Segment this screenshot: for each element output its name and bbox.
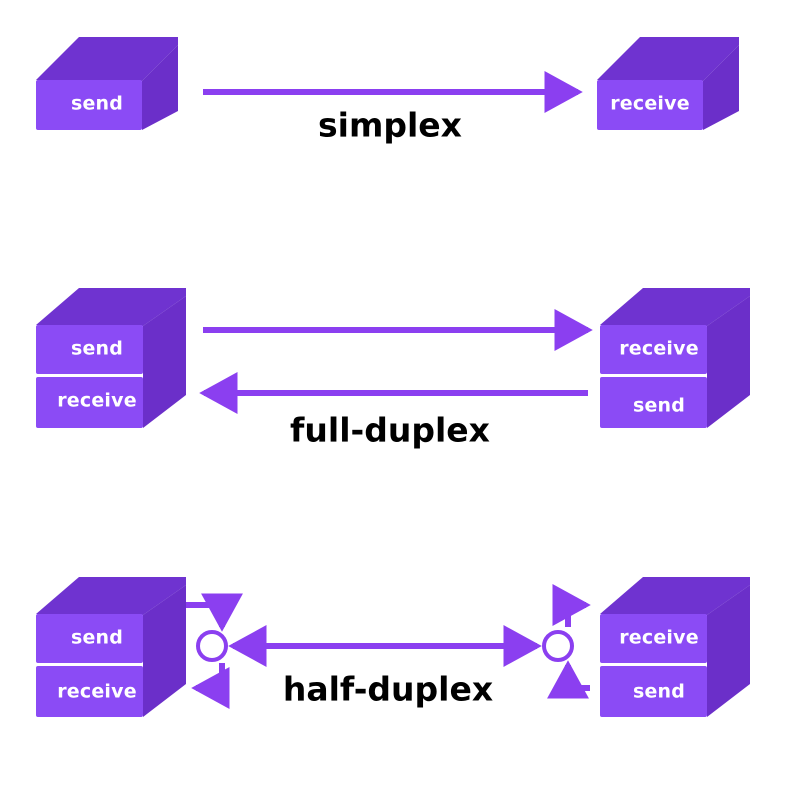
box-front-face-upper (36, 325, 143, 374)
node-label-receive: receive (57, 681, 137, 703)
node-label-receive: receive (57, 390, 137, 412)
node-label-send: send (633, 395, 685, 417)
box-front-face (597, 80, 703, 130)
fullduplex-right-node[interactable]: receive send (600, 288, 750, 428)
simplex-right-node[interactable]: receive (597, 37, 739, 130)
box-front-face-lower (36, 377, 143, 428)
section-half-duplex: send receive receive send half-duplex (36, 577, 750, 717)
section-simplex: send receive simplex (36, 37, 739, 145)
box-top-face (597, 37, 739, 81)
box-front-face-lower (600, 377, 707, 428)
box-top-face (36, 37, 178, 81)
mode-label-full-duplex: full-duplex (290, 411, 490, 450)
box-side-face (707, 585, 750, 717)
box-front-face-upper (36, 614, 143, 663)
box-top-face (36, 577, 186, 615)
box-front-face (36, 80, 142, 130)
box-front-face-lower (600, 666, 707, 717)
switch-right-circle-icon[interactable] (542, 630, 574, 662)
switch-left-circle-icon[interactable] (196, 630, 228, 662)
box-side-face (143, 585, 186, 717)
halfduplex-right-switch-in-path (547, 660, 590, 699)
simplex-left-node[interactable]: send (36, 37, 178, 130)
node-label-receive: receive (619, 338, 699, 360)
mode-label-simplex: simplex (318, 106, 462, 145)
box-top-face (600, 288, 750, 326)
fullduplex-left-node[interactable]: send receive (36, 288, 186, 428)
box-front-face-lower (36, 666, 143, 717)
section-full-duplex: send receive receive send full-duplex (36, 288, 750, 450)
node-label-send: send (71, 627, 123, 649)
node-label-receive: receive (619, 627, 699, 649)
box-side-face (143, 296, 186, 428)
box-front-face-upper (600, 614, 707, 663)
halfduplex-left-node[interactable]: send receive (36, 577, 186, 717)
box-top-face (36, 288, 186, 326)
node-label-send: send (71, 338, 123, 360)
box-front-face-upper (600, 325, 707, 374)
box-side-face (703, 45, 739, 130)
halfduplex-right-switch-out-path (552, 584, 591, 627)
node-label-send: send (71, 93, 123, 115)
halfduplex-right-node[interactable]: receive send (600, 577, 750, 717)
mode-label-half-duplex: half-duplex (283, 670, 493, 709)
node-label-send: send (633, 681, 685, 703)
halfduplex-left-switch-out-path (191, 663, 230, 709)
node-label-receive: receive (610, 93, 690, 115)
box-top-face (600, 577, 750, 615)
halfduplex-left-switch-in-path (186, 593, 243, 632)
box-side-face (707, 296, 750, 428)
box-side-face (142, 45, 178, 130)
